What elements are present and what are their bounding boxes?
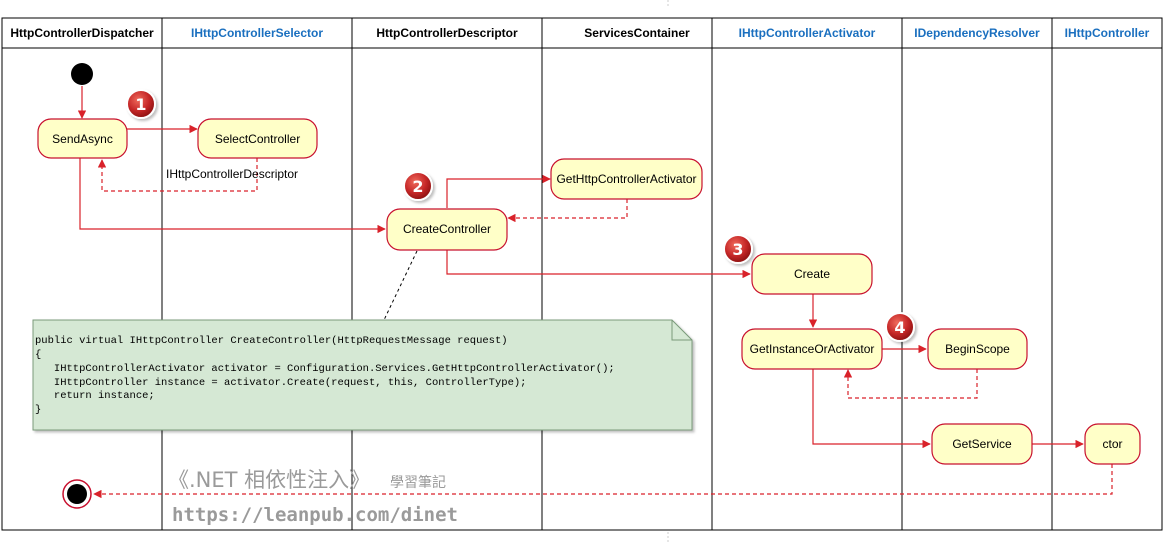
activity-label: GetHttpControllerActivator (556, 172, 696, 186)
svg-text:3: 3 (732, 240, 743, 259)
edge-sendasync-to-createcontroller (79, 158, 386, 234)
lane-title-idependency-resolver: IDependencyResolver (914, 26, 1040, 40)
watermark-title: 《.NET 相依性注入》 (168, 468, 370, 492)
code-line: IHttpController instance = activator.Cre… (35, 377, 526, 389)
code-line: IHttpControllerActivator activator = Con… (35, 363, 615, 375)
lane-title-services-container: ServicesContainer (584, 26, 690, 40)
lane-title-ihttp-controller-activator: IHttpControllerActivator (739, 26, 876, 40)
lane-title-http-controller-descriptor: HttpControllerDescriptor (376, 26, 518, 40)
edge-ctor-to-end (93, 464, 1113, 499)
lane-title-ihttp-controller: IHttpController (1065, 26, 1150, 40)
activity-get-service: GetService (931, 423, 1033, 465)
activity-label: SendAsync (52, 132, 113, 146)
code-line: return instance; (35, 390, 155, 402)
activity-get-http-controller-activator: GetHttpControllerActivator (550, 158, 703, 200)
activity-get-instance-or-activator: GetInstanceOrActivator (741, 328, 883, 370)
step-badge-2: 2 (403, 171, 433, 201)
note-connector (383, 250, 418, 321)
activity-ctor: ctor (1084, 423, 1141, 465)
activity-label: CreateController (403, 222, 491, 236)
code-line: } (35, 404, 41, 416)
lane-title-http-controller-dispatcher: HttpControllerDispatcher (10, 26, 154, 40)
activity-label: BeginScope (945, 342, 1010, 356)
edge-label-return-descriptor: IHttpControllerDescriptor (166, 167, 298, 181)
step-badge-4: 4 (885, 312, 915, 342)
activity-create: Create (751, 253, 873, 295)
edge-createcontroller-to-gethttpcontrolleractivator (446, 174, 551, 208)
activity-label: ctor (1102, 437, 1122, 451)
svg-text:1: 1 (135, 95, 146, 114)
lane-title-ihttp-controller-selector: IHttpControllerSelector (191, 26, 323, 40)
svg-text:4: 4 (894, 318, 905, 337)
edge-createcontroller-to-create (446, 250, 751, 279)
edge-selectcontroller-return (97, 158, 258, 192)
activity-label: Create (794, 267, 830, 281)
svg-text:2: 2 (412, 177, 423, 196)
code-line: { (35, 349, 41, 361)
step-badge-1: 1 (126, 89, 156, 119)
edge-beginscope-return (843, 369, 978, 399)
activity-create-controller: CreateController (386, 208, 508, 251)
start-node (71, 63, 93, 85)
activity-select-controller: SelectController (197, 118, 318, 159)
watermark-subtitle: 學習筆記 (390, 474, 446, 491)
code-note (32, 319, 693, 431)
activity-label: GetInstanceOrActivator (750, 342, 875, 356)
activity-label: SelectController (215, 132, 300, 146)
activity-send-async: SendAsync (37, 118, 128, 159)
end-node-core (67, 484, 87, 504)
edge-getinstanceoractivator-to-getservice (812, 369, 931, 449)
step-badge-3: 3 (723, 234, 753, 264)
activity-label: GetService (952, 437, 1012, 451)
watermark-url: https://leanpub.com/dinet (172, 504, 458, 526)
edge-gethttpcontrolleractivator-return (507, 199, 628, 223)
activity-begin-scope: BeginScope (927, 328, 1028, 370)
code-line: public virtual IHttpController CreateCon… (35, 335, 508, 347)
